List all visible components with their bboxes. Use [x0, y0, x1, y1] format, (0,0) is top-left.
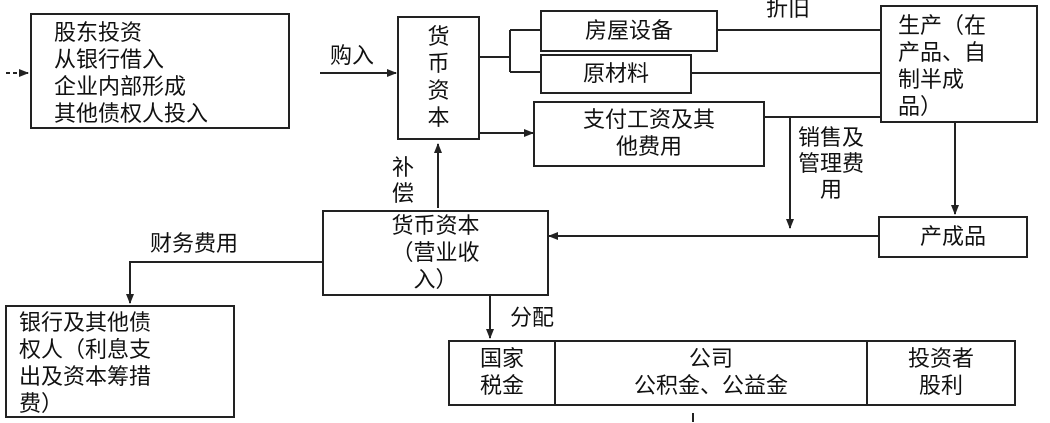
financial-expense-label: 财务费用: [150, 232, 239, 257]
compensation-label: 补偿: [391, 156, 414, 207]
investor-dividend-box: 投资者 股利: [866, 340, 1016, 406]
money-capital-char: 币: [427, 52, 450, 77]
company-line: 公积金、公益金: [633, 374, 788, 399]
sales-admin-label: 销售及 管理费 用: [798, 126, 864, 204]
production-line: 制半成: [898, 68, 965, 93]
depreciation-label: 折旧: [766, 0, 811, 22]
creditors-line: 出及资本筹措: [19, 365, 152, 390]
revenue-capital-box: 货币资本 （营业收 入）: [322, 210, 549, 296]
production-line: 品）: [898, 95, 943, 120]
money-capital-char: 资: [427, 79, 450, 104]
company-reserve-box: 公司 公积金、公益金: [554, 340, 868, 406]
creditors-line: 费）: [19, 392, 64, 417]
production-box: 生产（在 产品、自 制半成 品）: [880, 5, 1038, 123]
finished-goods-label: 产成品: [919, 224, 986, 250]
sales-expense-line: [765, 116, 794, 229]
revenue-line: （营业收: [391, 240, 480, 266]
sales-admin-line: 管理费: [798, 152, 865, 177]
wages-line: 他费用: [615, 135, 682, 160]
source-line: 从银行借入: [54, 48, 165, 73]
source-line: 股东投资: [54, 21, 143, 46]
raw-materials-label: 原材料: [582, 61, 649, 87]
revenue-line: 货币资本: [391, 213, 480, 239]
state-tax-line: 国家: [479, 347, 524, 372]
production-line: 产品、自: [898, 41, 987, 66]
source-line: 其他债权人投入: [54, 102, 209, 127]
money-capital-char: 本: [427, 106, 450, 131]
finished-goods-box: 产成品: [878, 216, 1028, 258]
creditors-line: 权人（利息支: [19, 338, 152, 363]
sales-admin-line: 销售及: [798, 126, 865, 151]
creditors-box: 银行及其他债 权人（利息支 出及资本筹措 费）: [5, 305, 235, 418]
financial-expense-line: [126, 261, 322, 304]
money-capital-box: 货 币 资 本: [397, 16, 480, 140]
wages-line: 支付工资及其: [582, 108, 715, 133]
production-line: 生产（在: [898, 14, 987, 39]
money-capital-char: 货: [427, 25, 450, 50]
raw-materials-box: 原材料: [540, 54, 692, 94]
source-line: 企业内部形成: [54, 75, 187, 100]
housing-equipment-label: 房屋设备: [584, 18, 673, 44]
revenue-line: 入）: [413, 267, 458, 293]
dividend-line: 投资者: [907, 347, 974, 372]
wages-expenses-box: 支付工资及其 他费用: [533, 101, 765, 167]
state-tax-box: 国家 税金: [448, 340, 556, 406]
sales-admin-line: 用: [820, 178, 843, 203]
purchase-label: 购入: [330, 44, 375, 69]
capital-sources-box: 股东投资 从银行借入 企业内部形成 其他债权人投入: [30, 13, 290, 129]
dividend-line: 股利: [918, 374, 963, 399]
company-line: 公司: [688, 347, 733, 372]
distribution-label: 分配: [510, 306, 555, 331]
creditors-line: 银行及其他债: [19, 311, 152, 336]
housing-equipment-box: 房屋设备: [540, 10, 718, 52]
state-tax-line: 税金: [479, 374, 524, 399]
